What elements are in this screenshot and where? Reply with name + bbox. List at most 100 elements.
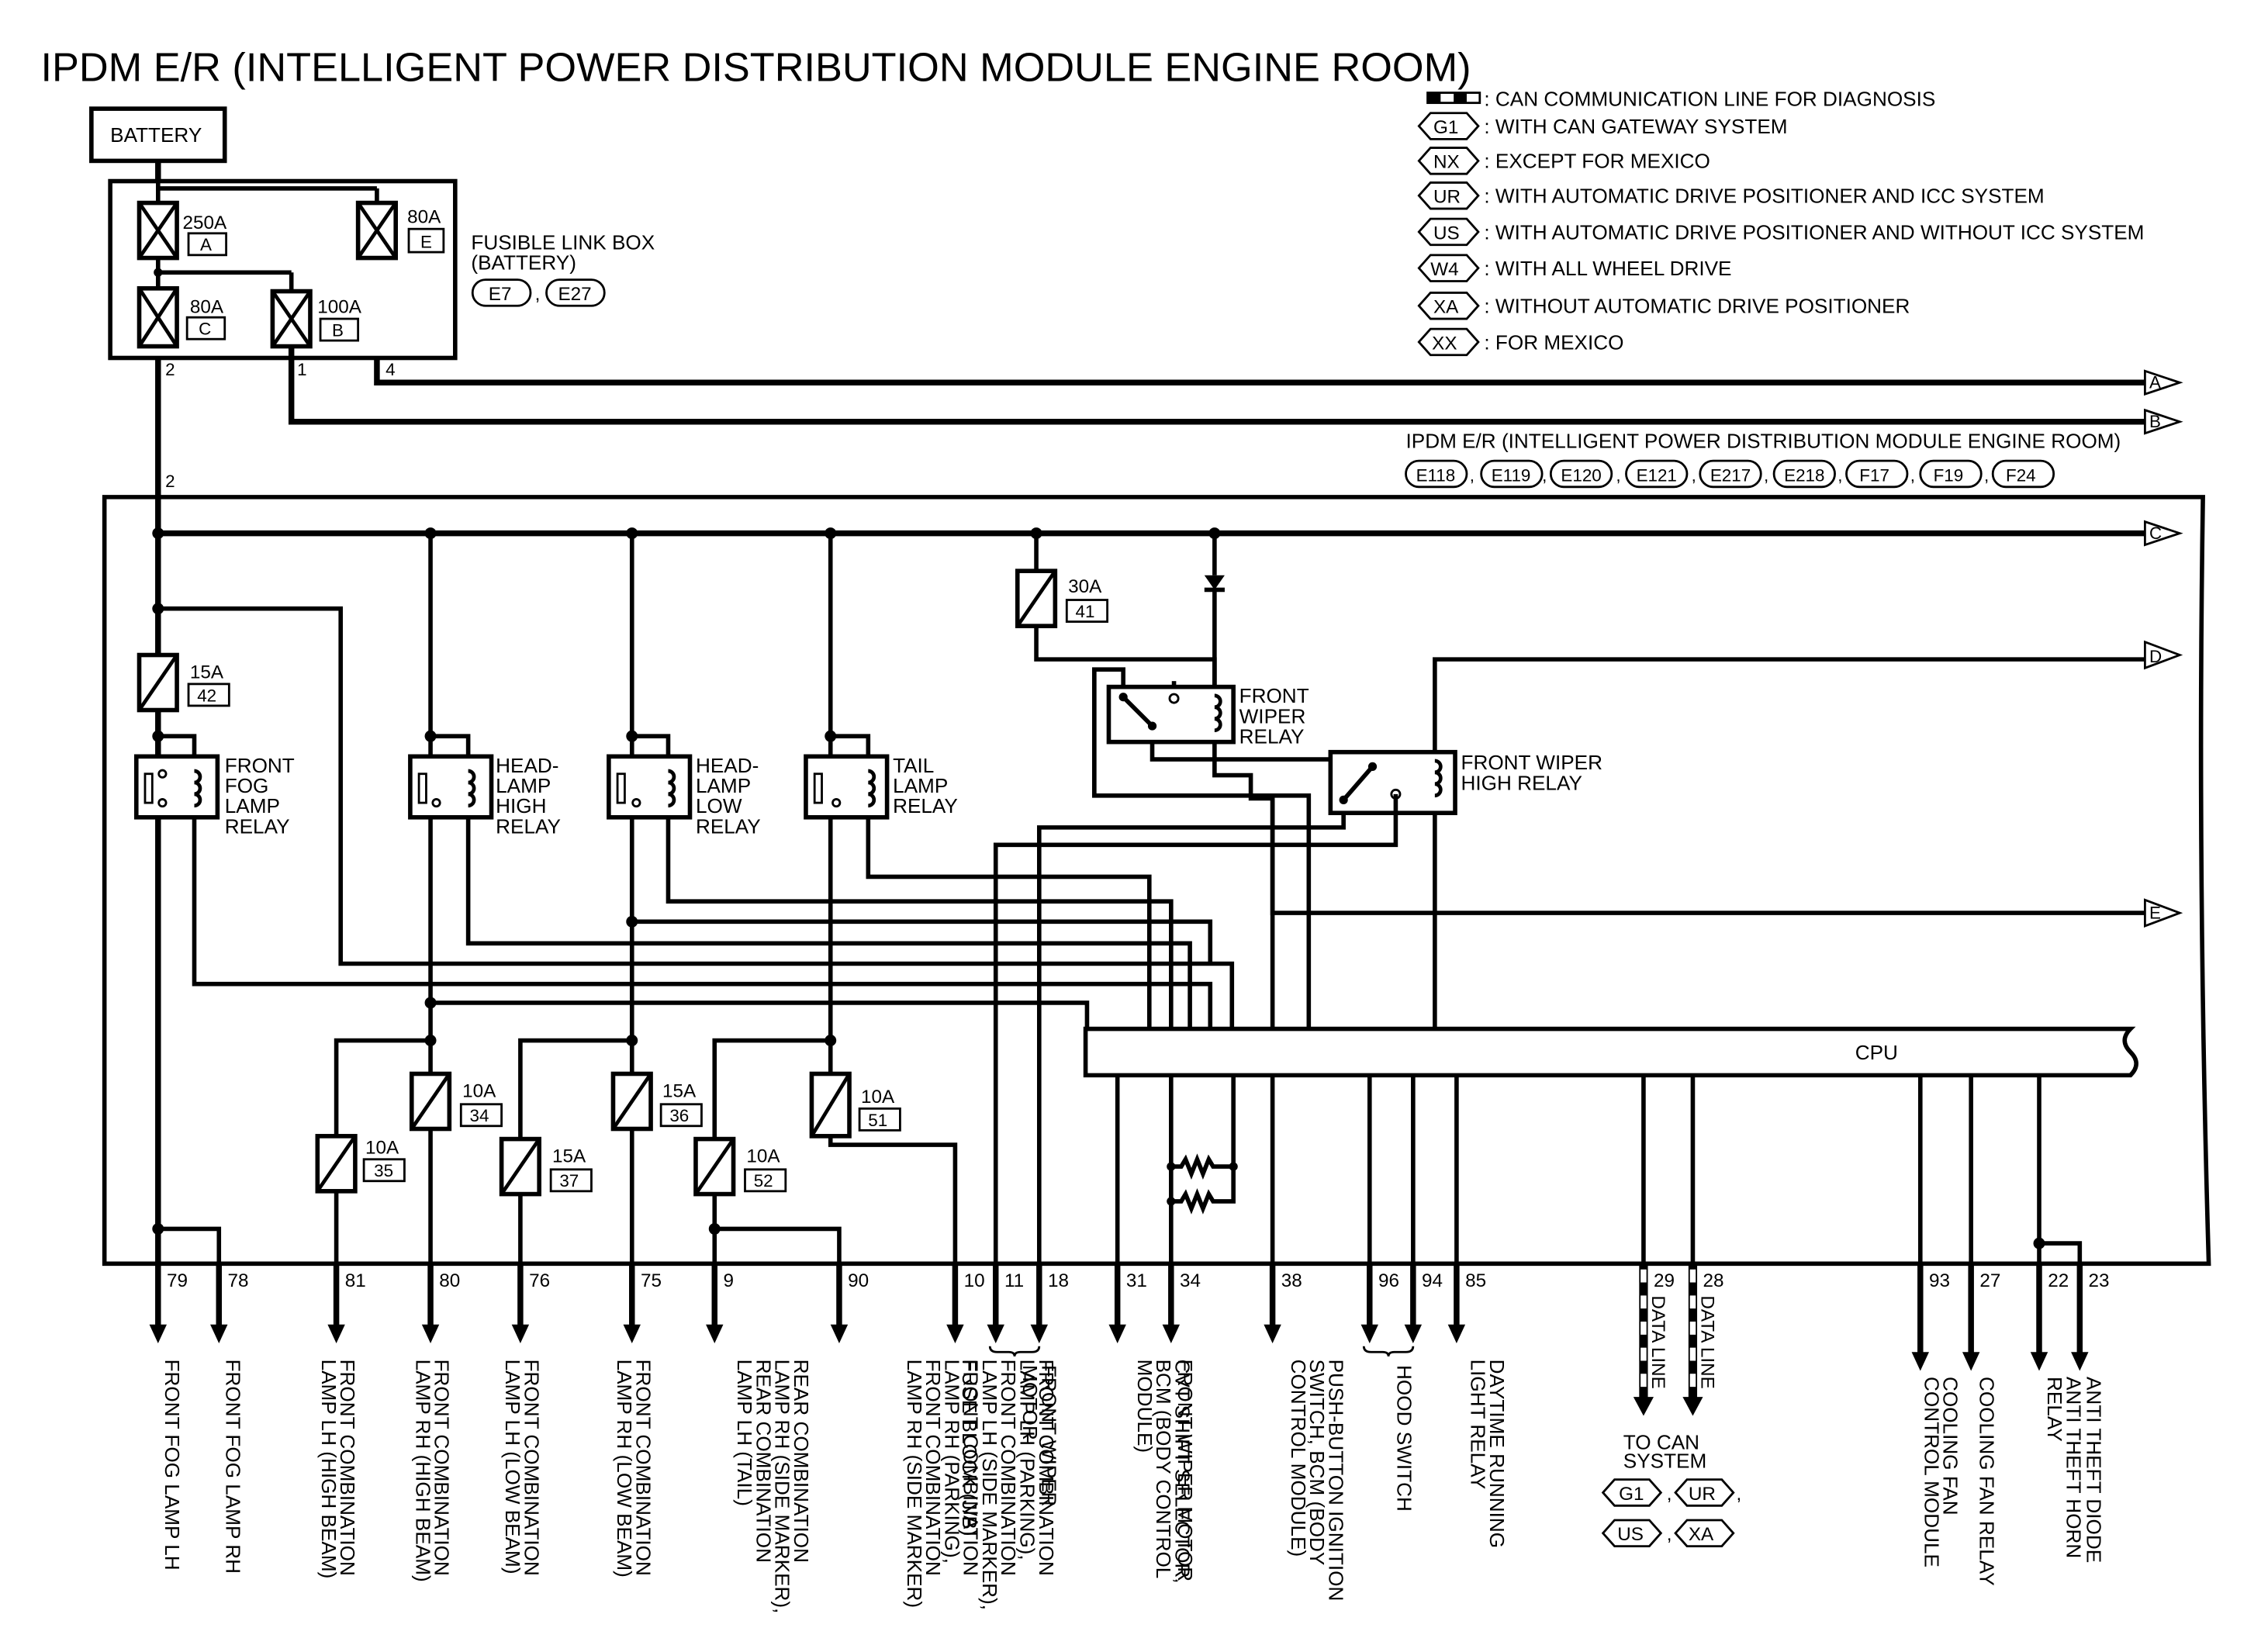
- svg-text:E118: E118: [1416, 465, 1456, 485]
- svg-text:18: 18: [1048, 1270, 1069, 1291]
- svg-text:52: 52: [754, 1171, 773, 1191]
- svg-text:RELAY: RELAY: [696, 814, 761, 838]
- svg-text:LAMP RH (SIDE MARKER): LAMP RH (SIDE MARKER): [903, 1360, 926, 1609]
- module-label: IPDM E/R (INTELLIGENT POWER DISTRIBUTION…: [1406, 429, 2121, 452]
- svg-text:US: US: [1433, 223, 1460, 244]
- relay-front-fog-lamp: FRONT FOG LAMP RELAY: [133, 754, 295, 838]
- svg-text:HIGH RELAY: HIGH RELAY: [1461, 771, 1582, 794]
- svg-text:CONTROL MODULE): CONTROL MODULE): [1287, 1360, 1310, 1557]
- svg-text:NX: NX: [1433, 152, 1460, 173]
- svg-text:FRONT: FRONT: [225, 754, 295, 777]
- svg-text:RELAY: RELAY: [2043, 1377, 2066, 1442]
- fusible-link-80a-e: 80A E: [355, 200, 445, 261]
- svg-text:: WITH AUTOMATIC DRIVE POSITIO: : WITH AUTOMATIC DRIVE POSITIONER AND WI…: [1484, 220, 2144, 244]
- svg-text:FRONT WIPER MOTOR: FRONT WIPER MOTOR: [1174, 1360, 1197, 1582]
- svg-text:81: 81: [345, 1270, 366, 1291]
- svg-text:75: 75: [641, 1270, 662, 1291]
- svg-text:28: 28: [1703, 1270, 1724, 1291]
- output-wires: [149, 1263, 2089, 1416]
- svg-text:78: 78: [227, 1270, 248, 1291]
- svg-text:,: ,: [1470, 465, 1474, 485]
- svg-text:80A: 80A: [190, 297, 224, 318]
- svg-text:WIPER: WIPER: [1239, 704, 1306, 728]
- fusible-link-80a-c: 80A C: [137, 286, 226, 349]
- svg-text:A: A: [2149, 373, 2161, 392]
- svg-text:FRONT COMBINATION: FRONT COMBINATION: [336, 1360, 359, 1576]
- svg-text:LAMP: LAMP: [893, 774, 948, 797]
- svg-text:C: C: [2149, 524, 2162, 543]
- svg-text:4: 4: [385, 360, 395, 379]
- svg-text:34: 34: [470, 1106, 489, 1125]
- connector-e27: E27: [558, 284, 591, 305]
- svg-text:FRONT COMBINATION: FRONT COMBINATION: [631, 1360, 655, 1576]
- svg-text:US: US: [1617, 1524, 1644, 1545]
- svg-text:RELAY: RELAY: [225, 814, 290, 838]
- ipdm-module-outline: [102, 495, 2211, 1267]
- svg-text:F24: F24: [2006, 465, 2036, 485]
- offpage-a: A: [2143, 369, 2183, 396]
- svg-text:FRONT COMBINATION: FRONT COMBINATION: [1035, 1360, 1058, 1576]
- data-line-label-28: DATA LINE: [1697, 1295, 1718, 1388]
- svg-text:29: 29: [1654, 1270, 1675, 1291]
- svg-text:LAMP RH (SIDE MARKER),: LAMP RH (SIDE MARKER),: [771, 1360, 794, 1614]
- svg-text:HOOD SWITCH: HOOD SWITCH: [1392, 1365, 1416, 1512]
- svg-text:85: 85: [1465, 1270, 1486, 1291]
- svg-text:F17: F17: [1859, 465, 1889, 485]
- svg-text:RELAY: RELAY: [893, 794, 958, 817]
- svg-text:94: 94: [1422, 1270, 1443, 1291]
- svg-text:HIGH: HIGH: [496, 794, 546, 817]
- fuse-51: 10A 51: [809, 1071, 901, 1139]
- svg-text:LAMP LH (PARKING),: LAMP LH (PARKING),: [1016, 1360, 1039, 1560]
- svg-text:10: 10: [964, 1270, 985, 1291]
- svg-text:COOLING FAN: COOLING FAN: [1939, 1377, 1962, 1515]
- svg-text:34: 34: [1180, 1270, 1201, 1291]
- destination-labels: FRONT FOG LAMP LH FRONT FOG LAMP RH FRON…: [161, 1360, 2106, 1614]
- svg-text:SYSTEM: SYSTEM: [1623, 1450, 1706, 1473]
- module-connectors: E118, E119, E120, E121, E217, E218, F17,…: [1405, 459, 2055, 489]
- svg-text:10A: 10A: [365, 1137, 399, 1158]
- battery-box: [89, 106, 227, 164]
- svg-text:1: 1: [297, 360, 306, 379]
- svg-text:LAMP LH (TAIL): LAMP LH (TAIL): [733, 1360, 756, 1506]
- svg-text:FRONT WIPER: FRONT WIPER: [1461, 751, 1603, 774]
- svg-text:E121: E121: [1637, 465, 1677, 485]
- svg-text:250A: 250A: [183, 213, 227, 233]
- svg-text:G1: G1: [1619, 1484, 1644, 1505]
- svg-text:COOLING FAN RELAY: COOLING FAN RELAY: [1975, 1377, 1998, 1586]
- cpu-block: CPU: [1083, 1026, 2138, 1078]
- offpage-b: B: [2143, 408, 2183, 435]
- offpage-d: D: [2143, 640, 2183, 670]
- fusible-link-box: 250A A 80A E 80A C 100A B FUS: [108, 178, 655, 361]
- svg-text:: WITH CAN GATEWAY SYSTEM: : WITH CAN GATEWAY SYSTEM: [1484, 115, 1787, 138]
- svg-text:CONTROL MODULE: CONTROL MODULE: [1920, 1377, 1943, 1567]
- svg-text:LAMP: LAMP: [496, 774, 551, 797]
- svg-text:FRONT FOG LAMP RH: FRONT FOG LAMP RH: [222, 1360, 245, 1574]
- svg-text:A: A: [200, 235, 212, 254]
- fusible-link-box-sublabel: (BATTERY): [471, 251, 576, 275]
- svg-text:B: B: [332, 320, 344, 340]
- svg-text:11: 11: [1004, 1270, 1024, 1291]
- svg-text:XA: XA: [1433, 297, 1459, 318]
- svg-text:90: 90: [848, 1270, 869, 1291]
- svg-text:PUSH-BUTTON IGNITION: PUSH-BUTTON IGNITION: [1324, 1360, 1347, 1602]
- data-line-label-29: DATA LINE: [1647, 1295, 1668, 1388]
- svg-text:FRONT WIPER: FRONT WIPER: [1038, 1365, 1061, 1507]
- svg-text:TAIL: TAIL: [893, 754, 934, 777]
- svg-text:F19: F19: [1934, 465, 1964, 485]
- svg-text:36: 36: [669, 1106, 689, 1125]
- svg-text:FRONT COMBINATION: FRONT COMBINATION: [520, 1360, 544, 1576]
- svg-text:E119: E119: [1492, 465, 1531, 485]
- svg-text:HEAD-: HEAD-: [696, 754, 759, 777]
- svg-text:LAMP: LAMP: [696, 774, 751, 797]
- svg-text:CPU: CPU: [1855, 1041, 1898, 1064]
- svg-text:96: 96: [1378, 1270, 1399, 1291]
- svg-text:: WITH ALL WHEEL DRIVE: : WITH ALL WHEEL DRIVE: [1484, 257, 1731, 280]
- svg-text:LAMP LH (LOW BEAM): LAMP LH (LOW BEAM): [501, 1360, 524, 1574]
- svg-text:BCM (BODY CONTROL: BCM (BODY CONTROL: [1152, 1360, 1175, 1579]
- svg-text:SWITCH, BCM (BODY: SWITCH, BCM (BODY: [1305, 1360, 1329, 1566]
- svg-text:,: ,: [1667, 1524, 1672, 1545]
- fuse-35: 10A 35: [315, 1134, 406, 1194]
- svg-text:42: 42: [197, 686, 216, 705]
- svg-text:RELAY: RELAY: [1239, 725, 1305, 748]
